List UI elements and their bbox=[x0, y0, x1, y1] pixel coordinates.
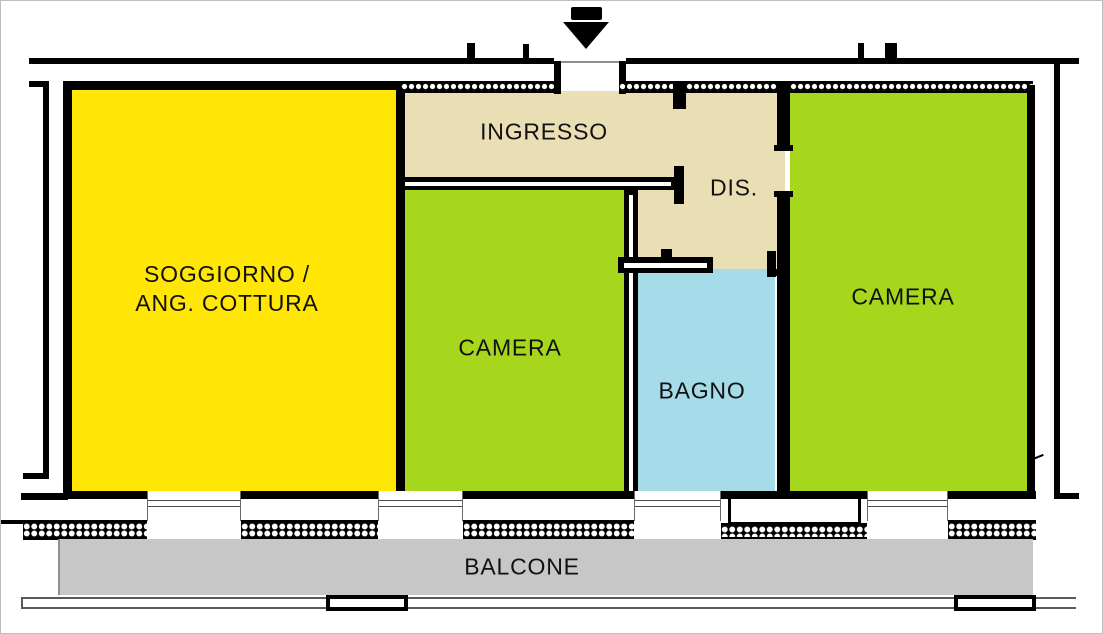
room-soggiorno-area bbox=[71, 89, 396, 491]
entrance-right-wall bbox=[619, 61, 626, 94]
hatched-band-5 bbox=[948, 520, 1036, 540]
entrance-threshold-line bbox=[554, 61, 626, 63]
soggiorno-camera-wall bbox=[396, 87, 405, 491]
outline-top-left-wall bbox=[29, 58, 554, 64]
hatched-band-4 bbox=[721, 523, 867, 540]
outline-joint-left bbox=[467, 43, 475, 60]
neighbor-wall-right bbox=[1054, 58, 1060, 499]
camera-right-left-wall-upper bbox=[777, 81, 790, 151]
camera-bagno-wall-core bbox=[629, 195, 633, 491]
window-soggiorno-camera bbox=[378, 491, 463, 521]
camera-right-left-wall-lower bbox=[777, 191, 790, 498]
neighbor-wall-left bbox=[43, 81, 49, 479]
hatched-wall-camera-right bbox=[790, 81, 1033, 93]
hatched-band-1 bbox=[23, 520, 147, 540]
balcony-railing-outer bbox=[21, 597, 1076, 599]
soggiorno-label-line1: SOGGIORNO / bbox=[144, 261, 310, 287]
camera-right-door-jamb-top bbox=[774, 145, 793, 151]
camera-right-door-jamb-bottom bbox=[774, 191, 793, 197]
bottom-wall-seg1 bbox=[63, 491, 147, 499]
camera-right-label: CAMERA bbox=[851, 283, 955, 310]
neighbor-wall-left-top bbox=[29, 81, 49, 87]
balcony-post-right bbox=[954, 595, 1036, 611]
neighbor-wall-left-foot bbox=[23, 473, 49, 479]
bottom-wall-seg3 bbox=[463, 491, 634, 499]
soggiorno-label-line2: ANG. COTTURA bbox=[135, 290, 319, 316]
camera-right-right-wall bbox=[1027, 85, 1035, 498]
outline-top-right-wall bbox=[626, 58, 1079, 64]
bottom-wall-seg2 bbox=[241, 491, 378, 499]
dis-label: DIS. bbox=[710, 174, 758, 201]
bagno-label: BAGNO bbox=[658, 377, 746, 404]
entrance-left-wall bbox=[554, 61, 561, 94]
window-soggiorno bbox=[147, 491, 241, 521]
ingresso-label: INGRESSO bbox=[480, 118, 608, 145]
room-camera-mid-area bbox=[405, 187, 625, 491]
window-camera-right bbox=[867, 491, 948, 521]
window-bagno bbox=[634, 491, 721, 521]
balcone-label: BALCONE bbox=[464, 553, 580, 580]
bagno-door-jamb-right bbox=[767, 251, 776, 277]
bottom-wall-seg5 bbox=[948, 491, 1036, 499]
hatched-wall-ingresso-right bbox=[619, 81, 673, 93]
balcone-area bbox=[58, 539, 1033, 595]
balcony-door-recess bbox=[728, 496, 861, 525]
bagno-door-jamb-left bbox=[661, 249, 672, 259]
bottom-left-wall bbox=[21, 493, 68, 500]
hatched-wall-ingresso-left bbox=[401, 81, 554, 93]
entrance-arrow-head-icon bbox=[563, 22, 609, 49]
room-camera-right-area bbox=[790, 91, 1027, 491]
soggiorno-left-wall bbox=[63, 81, 72, 499]
entrance-arrow-icon bbox=[571, 7, 602, 20]
hatched-band-3 bbox=[463, 520, 634, 540]
hatched-band-2 bbox=[241, 520, 378, 540]
balcony-railing-inner bbox=[21, 607, 1076, 609]
room-ingresso-area bbox=[405, 91, 785, 191]
outline-stub-left bbox=[523, 44, 529, 64]
neighbor-wall-right-foot bbox=[1054, 493, 1079, 499]
bagno-top-wall-core bbox=[624, 263, 707, 268]
bottom-left-wall-lead bbox=[1, 520, 25, 524]
balcony-railing-end bbox=[21, 597, 23, 609]
ingresso-dis-tooth-wall bbox=[673, 81, 686, 109]
outline-joint-right bbox=[885, 43, 897, 60]
bagno-door-jamb-right-foot bbox=[767, 269, 785, 276]
soggiorno-label: SOGGIORNO / ANG. COTTURA bbox=[135, 260, 318, 318]
room-bagno-area bbox=[632, 269, 775, 491]
outline-stub-right bbox=[858, 43, 864, 60]
bottom-wall-seg4 bbox=[721, 491, 867, 499]
camera-mid-label: CAMERA bbox=[458, 334, 562, 361]
hatched-wall-dis bbox=[686, 81, 778, 93]
camera-mid-door-jamb bbox=[674, 166, 684, 204]
camera-mid-top-wall-core bbox=[405, 182, 671, 186]
balcony-post-left bbox=[326, 595, 408, 611]
soggiorno-top-wall bbox=[63, 81, 403, 90]
